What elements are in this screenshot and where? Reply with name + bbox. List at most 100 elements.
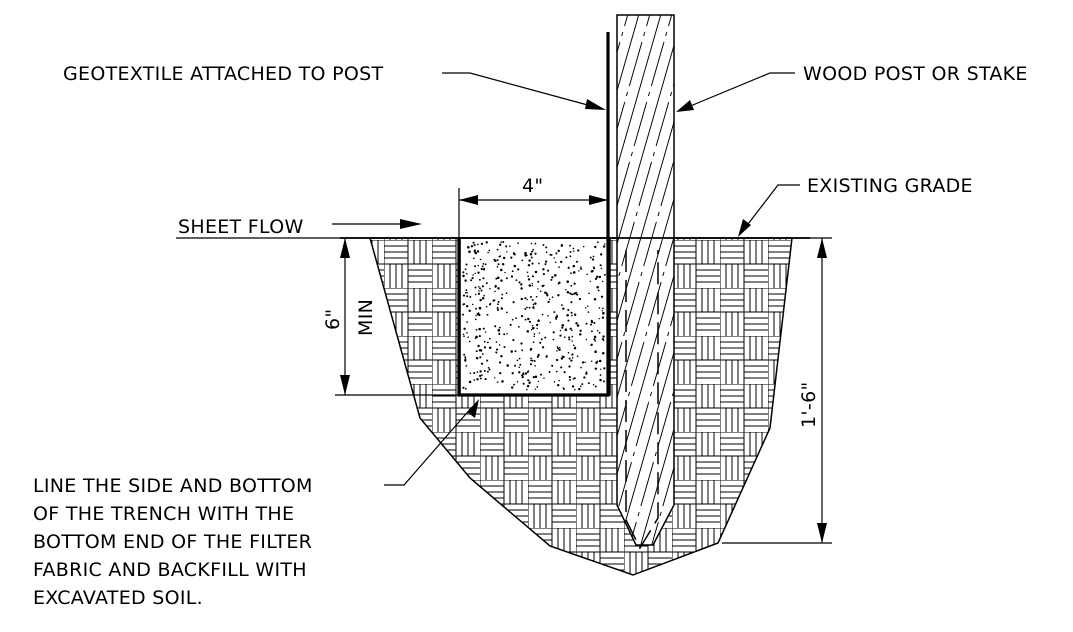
gravel-dot: [511, 386, 514, 389]
gravel-dot: [520, 314, 524, 318]
gravel-dot: [466, 291, 468, 294]
gravel-dot: [496, 307, 499, 309]
gravel-dot: [584, 361, 586, 363]
gravel-dot: [485, 305, 488, 308]
gravel-dot: [534, 302, 537, 305]
gravel-dot: [558, 266, 560, 268]
gravel-dot: [571, 353, 574, 356]
gravel-dot: [529, 253, 533, 256]
total-depth-arrow-bottom: [817, 523, 827, 543]
gravel-dot: [482, 327, 485, 330]
gravel-dot: [526, 306, 528, 309]
gravel-dot: [481, 285, 484, 288]
gravel-dot: [478, 285, 480, 288]
gravel-dot: [494, 377, 496, 379]
gravel-dot: [528, 382, 531, 385]
gravel-dot: [530, 256, 533, 259]
gravel-dot: [574, 388, 576, 391]
gravel-dot: [506, 332, 508, 335]
gravel-dot: [572, 247, 575, 250]
gravel-dot: [545, 356, 548, 358]
gravel-dot: [483, 346, 487, 349]
gravel-dot: [524, 308, 527, 310]
gravel-dot: [569, 378, 571, 381]
gravel-dot: [561, 326, 564, 329]
gravel-dot: [567, 266, 570, 269]
gravel-dot: [599, 264, 602, 267]
gravel-dot: [580, 268, 583, 270]
gravel-dot: [475, 356, 479, 360]
gravel-dot: [475, 314, 477, 317]
gravel-dot: [496, 259, 499, 262]
gravel-dot: [500, 307, 503, 310]
width-dim-arrow-left: [459, 195, 478, 205]
gravel-dot: [520, 342, 523, 345]
gravel-dot: [531, 282, 534, 285]
gravel-dot: [470, 279, 473, 282]
gravel-dot: [502, 256, 506, 260]
gravel-dot: [510, 275, 514, 278]
note-leader-arrow: [467, 399, 479, 418]
gravel-dot: [485, 241, 488, 244]
gravel-dot: [530, 328, 533, 331]
gravel-dot: [496, 348, 499, 351]
note-line-2: OF THE TRENCH WITH THE: [33, 503, 294, 525]
gravel-dot: [482, 265, 484, 268]
gravel-dot: [476, 350, 478, 352]
gravel-dot: [468, 309, 471, 312]
gravel-dot: [524, 372, 528, 375]
gravel-dot: [499, 255, 502, 258]
gravel-dot: [549, 321, 551, 324]
gravel-dot: [530, 242, 533, 245]
gravel-dot: [478, 307, 480, 309]
gravel-dot: [533, 335, 535, 338]
min-depth-note: MIN: [355, 299, 377, 336]
gravel-dot: [552, 338, 555, 341]
gravel-dot: [498, 361, 502, 364]
gravel-dot: [587, 311, 590, 313]
gravel-dot: [522, 382, 525, 385]
gravel-dot: [464, 268, 467, 271]
gravel-dot: [575, 322, 578, 325]
gravel-dot: [474, 286, 477, 289]
gravel-dot: [559, 334, 562, 337]
gravel-dot: [478, 335, 481, 338]
gravel-dot: [536, 355, 540, 358]
gravel-dot: [593, 267, 596, 270]
gravel-dot: [488, 249, 491, 252]
gravel-dot: [480, 362, 484, 365]
gravel-dot: [497, 308, 500, 311]
gravel-dot: [577, 249, 580, 252]
gravel-dot: [530, 357, 532, 360]
gravel-dot: [475, 328, 478, 331]
gravel-dot: [511, 318, 514, 321]
gravel-dot: [531, 324, 534, 327]
gravel-dot: [602, 380, 605, 383]
gravel-dot: [546, 294, 549, 297]
gravel-dot: [568, 365, 571, 368]
gravel-dot: [504, 271, 506, 274]
gravel-dot: [520, 287, 523, 290]
gravel-dot: [534, 365, 536, 367]
gravel-dot: [494, 285, 497, 288]
gravel-dot: [474, 337, 477, 340]
gravel-dot: [558, 348, 561, 351]
gravel-dot: [474, 272, 476, 275]
gravel-dot: [571, 329, 573, 332]
gravel-dot: [488, 368, 491, 371]
gravel-dot: [479, 370, 482, 373]
gravel-dot: [554, 316, 558, 319]
gravel-dot: [534, 270, 538, 274]
gravel-dot: [568, 375, 571, 379]
gravel-dot: [556, 350, 558, 352]
gravel-dot: [533, 333, 536, 335]
note-leader: [384, 406, 473, 486]
gravel-dot: [536, 386, 539, 388]
trench-note: LINE THE SIDE AND BOTTOM OF THE TRENCH W…: [33, 475, 312, 609]
gravel-dot: [597, 289, 600, 292]
gravel-dot: [476, 250, 480, 253]
gravel-dot: [501, 293, 504, 296]
gravel-dot: [569, 292, 572, 295]
gravel-dot: [473, 244, 476, 247]
